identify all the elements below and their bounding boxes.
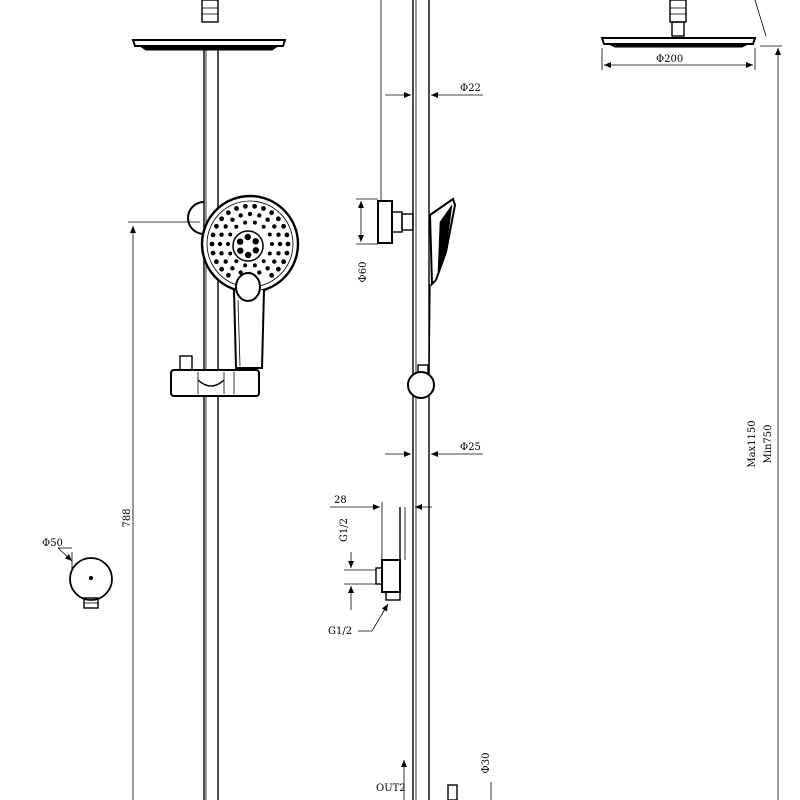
thread-lower-leader: G1/2 xyxy=(328,603,389,637)
rail-diameter-dimension: Φ25 xyxy=(385,442,483,457)
rail-top-diameter-dimension: Φ22 xyxy=(385,83,483,98)
offset-dimension: 28 xyxy=(330,495,432,560)
front-hand-shower xyxy=(200,194,300,369)
right-overhead-shower-head xyxy=(600,37,757,48)
holder-diameter-dimension: Φ60 xyxy=(356,198,378,283)
front-riser-rail xyxy=(203,50,219,800)
thread-upper-label: G1/2 xyxy=(339,518,350,542)
head-diameter-dimension: Φ200 xyxy=(601,48,756,70)
adjust-max-label: Max1150 xyxy=(747,420,758,467)
side-slider xyxy=(407,364,435,399)
rail-diameter-label: Φ25 xyxy=(460,442,481,453)
offset-label: 28 xyxy=(334,495,347,506)
height-label: 788 xyxy=(122,508,133,527)
outlet-label: OUT2 xyxy=(376,783,406,794)
side-wall-elbow xyxy=(375,507,406,601)
adjust-min-label: Min750 xyxy=(763,425,774,464)
thread-lower-label: G1/2 xyxy=(328,626,352,637)
outlet-diameter-label: Φ30 xyxy=(481,753,492,774)
thread-upper-dimension: G1/2 xyxy=(339,518,376,610)
outlet-diameter-dimension: Φ30 xyxy=(481,753,492,800)
bracket-diameter-label: Φ50 xyxy=(42,538,63,549)
adjustable-height-dimension: Max1150 Min750 xyxy=(747,48,781,800)
front-view: 788 Φ50 xyxy=(42,0,300,800)
rail-top-diameter-label: Φ22 xyxy=(460,83,481,94)
outlet-marker: OUT2 xyxy=(376,760,458,800)
front-top-connector xyxy=(201,0,219,23)
side-hand-shower xyxy=(428,197,457,371)
front-diverter-knob xyxy=(187,201,205,235)
side-hand-shower-holder xyxy=(377,200,414,244)
front-overhead-shower-head xyxy=(131,39,287,51)
side-riser-rail xyxy=(412,0,430,800)
height-dimension: 788 xyxy=(122,221,200,800)
side-view: Φ22 Φ60 Φ25 xyxy=(328,0,492,800)
holder-diameter-label: Φ60 xyxy=(358,262,369,283)
head-diameter-label: Φ200 xyxy=(656,54,683,65)
front-slide-bracket xyxy=(170,355,260,397)
wall-bracket: Φ50 xyxy=(42,538,113,609)
right-top-connector xyxy=(669,0,687,23)
right-view: Φ200 Max1150 Min750 xyxy=(600,0,782,800)
